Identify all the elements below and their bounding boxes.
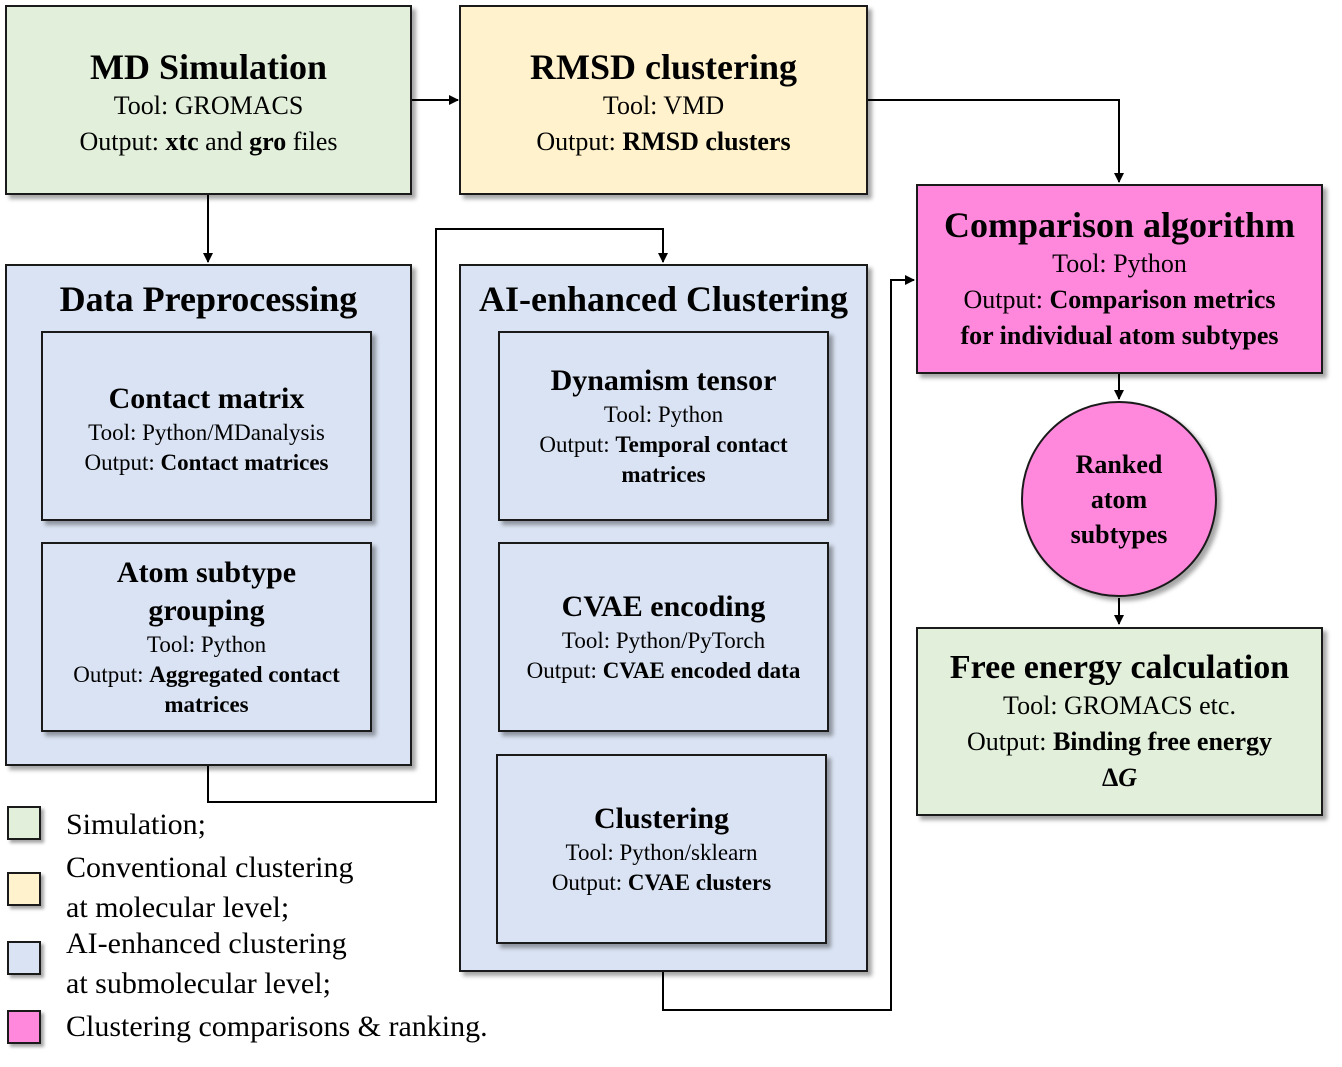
legend-swatch-conventional: [7, 872, 41, 906]
ai-enhanced-clustering-title: AI-enhanced Clustering: [478, 279, 849, 319]
clustering-title: Clustering: [594, 802, 729, 835]
atom-subtype-grouping-title: Atom subtype: [116, 556, 297, 589]
legend-swatch-ai: [7, 941, 41, 975]
rmsd-clustering-title: RMSD clustering: [530, 47, 797, 87]
arrow-ai-to-comparison: [662, 275, 915, 1011]
clustering-tool: Tool: Python/sklearn: [565, 840, 758, 865]
cvae-encoding-title: CVAE encoding: [561, 590, 766, 623]
dynamism-tensor-output-cont: matrices: [621, 462, 706, 487]
comparison-algorithm-tool: Tool: Python: [1052, 249, 1187, 278]
comparison-algorithm-title: Comparison algorithm: [944, 205, 1295, 245]
contact-matrix-title: Contact matrix: [108, 382, 305, 415]
contact-matrix-output: Output: Contact matrices: [84, 450, 329, 475]
legend-label-ai-cont: at submolecular level;: [66, 967, 331, 1000]
cvae-encoding-tool: Tool: Python/PyTorch: [561, 628, 766, 653]
free-energy-calculation-box: Free energy calculation Tool: GROMACS et…: [916, 627, 1323, 816]
rmsd-clustering-box: RMSD clustering Tool: VMD Output: RMSD c…: [459, 5, 868, 195]
md-simulation-tool: Tool: GROMACS: [113, 91, 304, 120]
comparison-algorithm-output-cont: for individual atom subtypes: [960, 321, 1279, 350]
atom-subtype-grouping-tool: Tool: Python: [146, 632, 267, 657]
ranked-line-3: subtypes: [1070, 519, 1168, 549]
md-simulation-box: MD Simulation Tool: GROMACS Output: xtc …: [5, 5, 412, 195]
rmsd-clustering-tool: Tool: VMD: [602, 91, 725, 120]
free-energy-delta-g: ΔG: [1101, 762, 1138, 792]
contact-matrix-box: Contact matrix Tool: Python/MDanalysis O…: [41, 331, 372, 521]
comparison-algorithm-output: Output: Comparison metrics: [963, 285, 1276, 314]
clustering-box: Clustering Tool: Python/sklearn Output: …: [496, 754, 827, 944]
clustering-output: Output: CVAE clusters: [551, 870, 772, 895]
free-energy-output: Output: Binding free energy: [966, 726, 1272, 756]
atom-subtype-grouping-output-cont: matrices: [164, 692, 249, 717]
arrow-rmsd-to-comparison: [868, 99, 1124, 183]
legend-swatch-simulation: [7, 806, 41, 840]
data-preprocessing-title: Data Preprocessing: [59, 279, 358, 319]
free-energy-title: Free energy calculation: [949, 648, 1290, 686]
legend-label-conventional: Conventional clustering: [66, 851, 354, 884]
arrow-preprocessing-to-ai: [207, 228, 668, 803]
ranked-line-1: Ranked: [1075, 449, 1163, 479]
legend-label-simulation: Simulation;: [66, 808, 207, 841]
atom-subtype-grouping-title-cont: grouping: [148, 594, 265, 627]
legend-label-conventional-cont: at molecular level;: [66, 891, 290, 924]
legend-label-ai: AI-enhanced clustering: [66, 927, 347, 960]
atom-subtype-grouping-output: Output: Aggregated contact: [73, 662, 340, 687]
cvae-encoding-box: CVAE encoding Tool: Python/PyTorch Outpu…: [498, 542, 829, 732]
contact-matrix-tool: Tool: Python/MDanalysis: [88, 420, 325, 445]
dynamism-tensor-tool: Tool: Python: [603, 402, 724, 427]
ranked-line-2: atom: [1090, 484, 1148, 514]
dynamism-tensor-title: Dynamism tensor: [550, 364, 777, 397]
rmsd-clustering-output: Output: RMSD clusters: [536, 127, 791, 156]
legend-label-comparison: Clustering comparisons & ranking.: [66, 1010, 488, 1043]
dynamism-tensor-output: Output: Temporal contact: [539, 432, 788, 457]
cvae-encoding-output: Output: CVAE encoded data: [526, 658, 801, 683]
legend-swatch-comparison: [7, 1010, 41, 1044]
free-energy-tool: Tool: GROMACS etc.: [1003, 690, 1236, 720]
dynamism-tensor-box: Dynamism tensor Tool: Python Output: Tem…: [498, 331, 829, 521]
comparison-algorithm-box: Comparison algorithm Tool: Python Output…: [916, 184, 1323, 374]
md-simulation-title: MD Simulation: [89, 47, 328, 87]
ranked-atom-subtypes-circle: Ranked atom subtypes: [1021, 401, 1217, 597]
atom-subtype-grouping-box: Atom subtype grouping Tool: Python Outpu…: [41, 542, 372, 732]
md-simulation-output: Output: xtc and gro files: [79, 127, 338, 156]
